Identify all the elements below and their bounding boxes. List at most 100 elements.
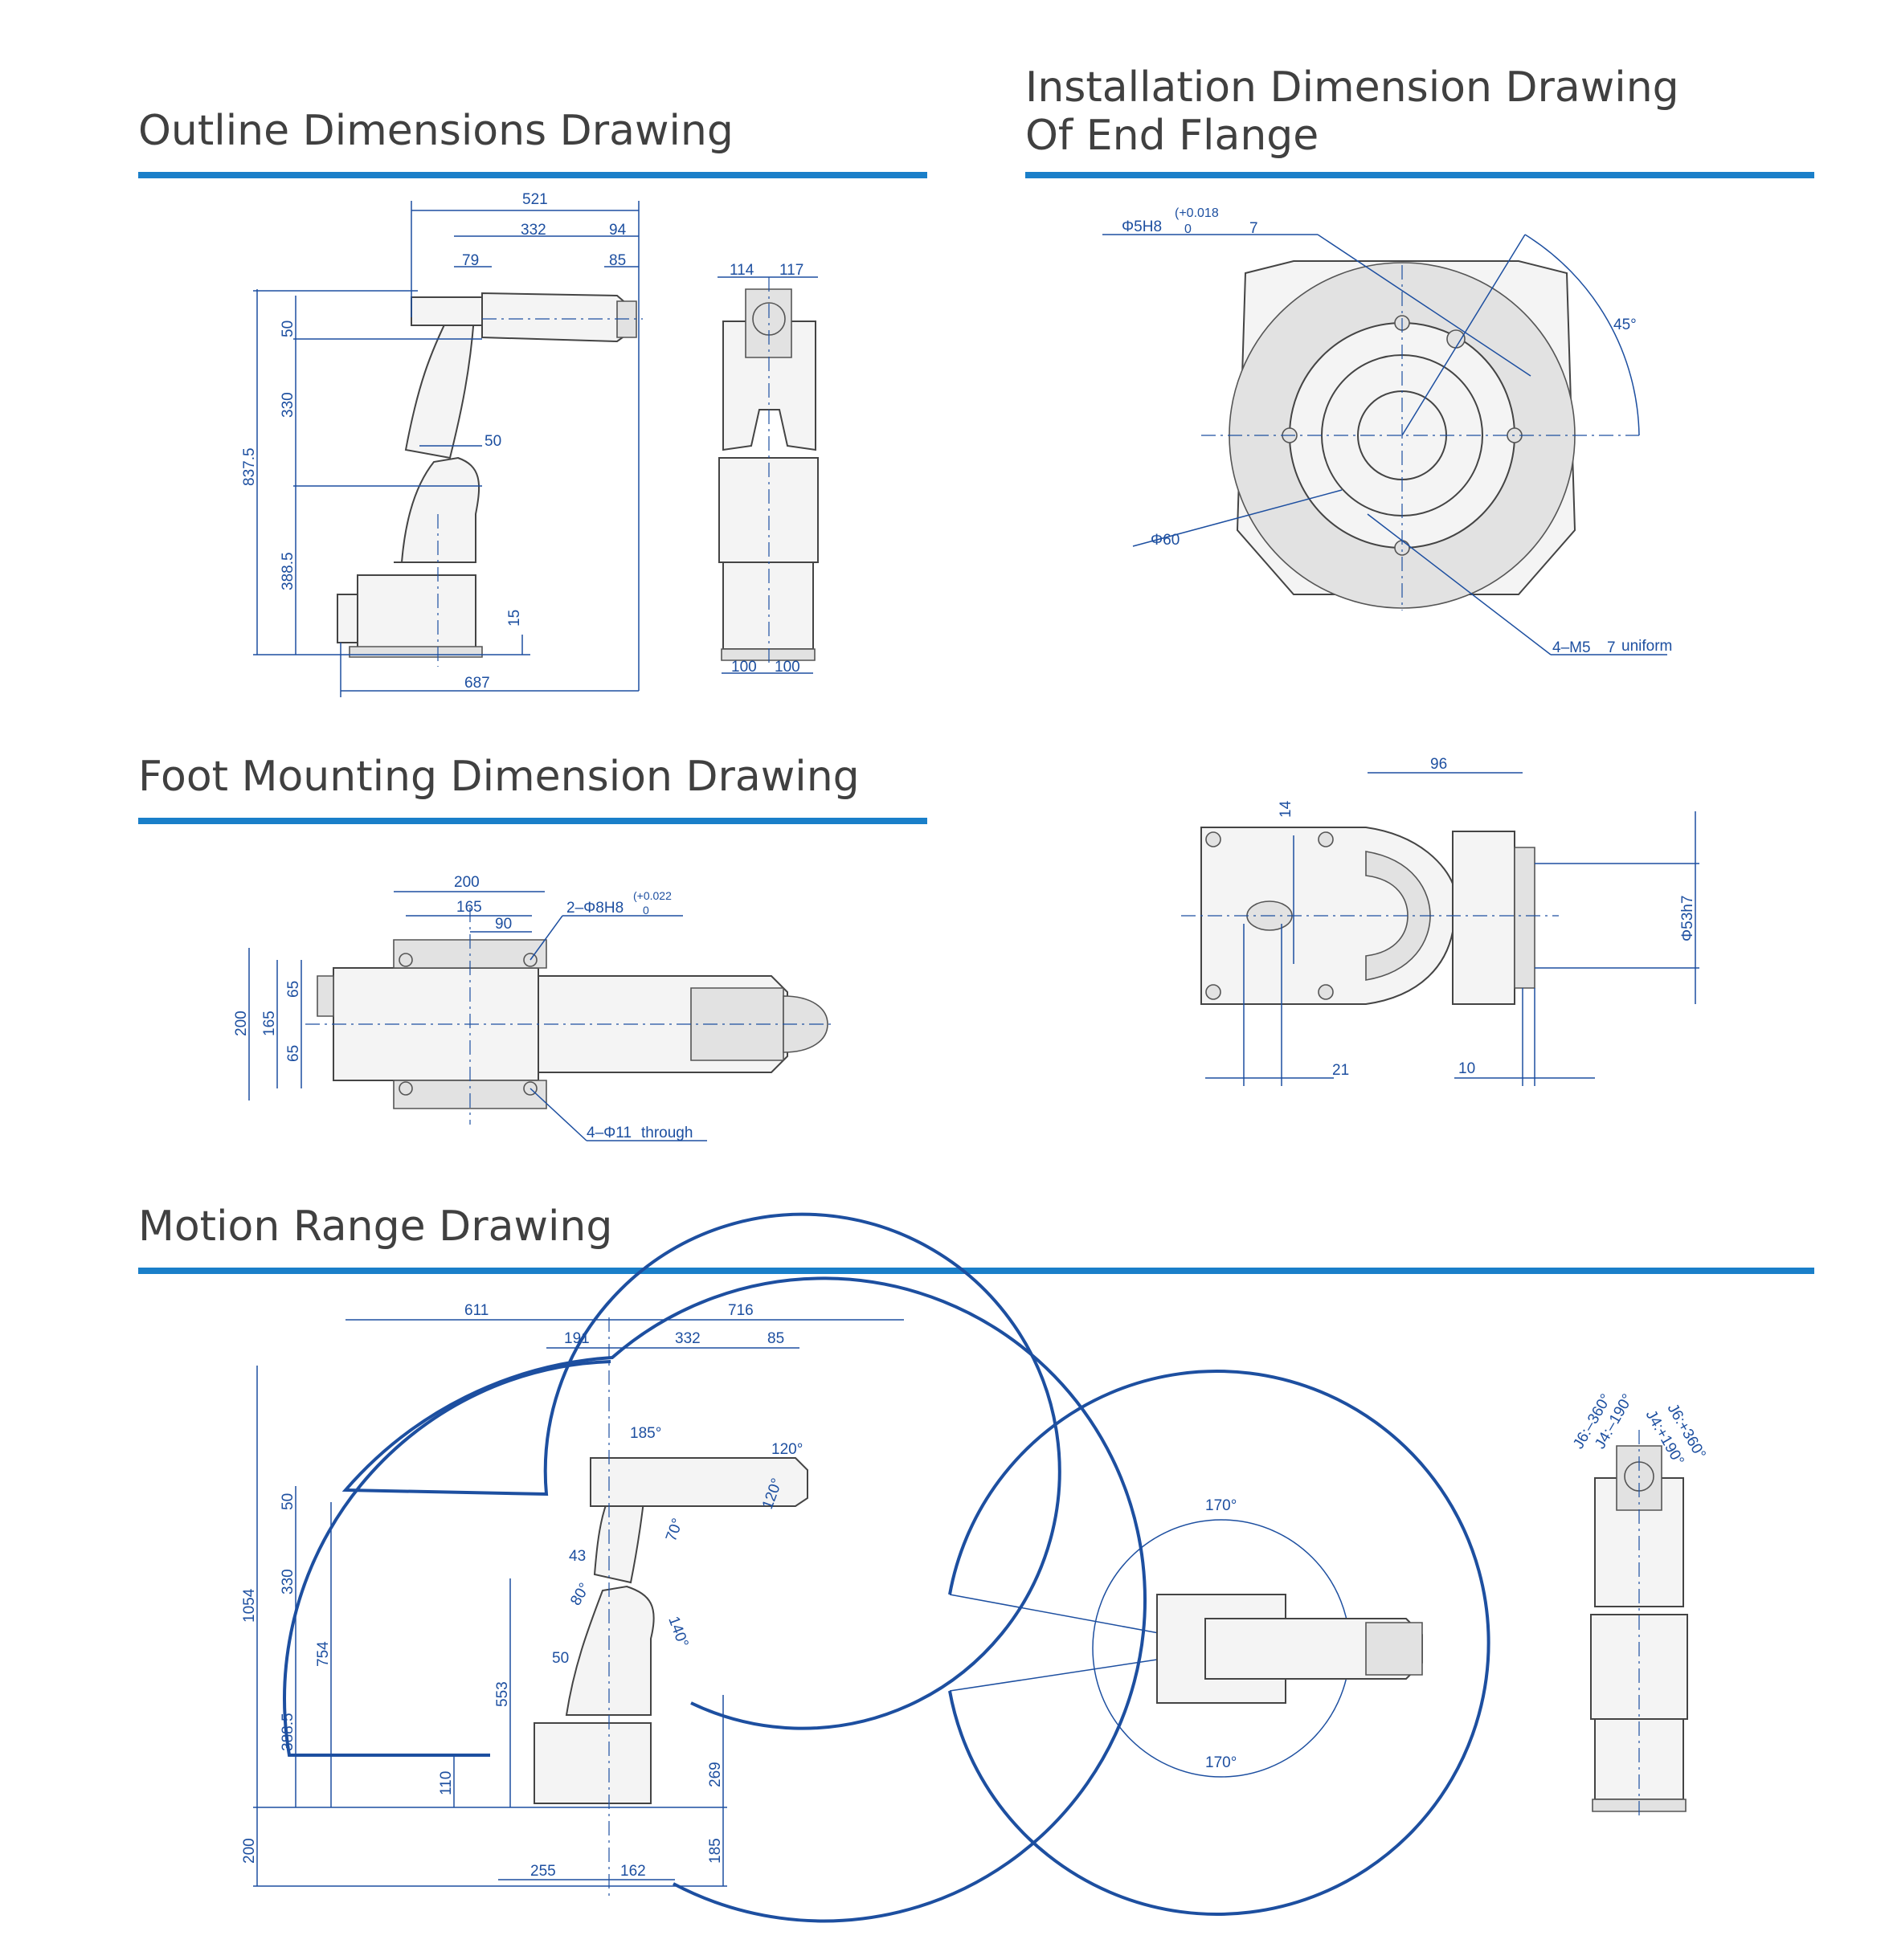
- flange-45-leader: [1401, 234, 1526, 436]
- foot-dim-165-top: 165: [456, 899, 482, 916]
- flange-dim-phi53: Φ53h7: [1679, 896, 1696, 941]
- motion-269: 269: [707, 1762, 724, 1787]
- dim-50-top: 50: [280, 321, 296, 337]
- motion-side-lower-arm: [565, 1585, 655, 1716]
- dim-521: 521: [522, 191, 548, 208]
- outline-side-motor: [337, 594, 358, 643]
- outline-dimensions-title: Outline Dimensions Drawing: [138, 107, 734, 155]
- dim-388-5: 388.5: [280, 552, 296, 590]
- dim-837-5: 837.5: [241, 447, 258, 486]
- foot-dim-90: 90: [495, 916, 512, 933]
- motion-top-range: [948, 1370, 1490, 1916]
- flange-side-hole-a: [1205, 831, 1221, 847]
- motion-1054: 1054: [241, 1588, 258, 1623]
- flange-pin-hole: [1446, 329, 1466, 349]
- foot-wrist-flange: [783, 995, 828, 1053]
- outline-title-rule: [138, 172, 927, 178]
- end-flange-title-line1: Installation Dimension Drawing: [1025, 63, 1679, 112]
- motion-side-base: [534, 1722, 652, 1804]
- foot-holes: 4–Φ11: [587, 1125, 632, 1141]
- outline-side-base: [357, 574, 476, 651]
- motion-range-title: Motion Range Drawing: [138, 1203, 613, 1251]
- dim-79: 79: [462, 252, 479, 269]
- foot-pin-hi: (+0.022: [633, 889, 672, 902]
- front-base: [722, 561, 814, 650]
- foot-dim-200-left: 200: [233, 1011, 250, 1036]
- flange-phi5h8: Φ5H8: [1122, 218, 1162, 235]
- flange-m5-leader: [1367, 513, 1552, 655]
- motion-50-b: 50: [552, 1650, 569, 1667]
- foot-dim-65-bottom: 65: [285, 1045, 302, 1062]
- motion-330: 330: [280, 1569, 296, 1595]
- flange-phi5-leader-diag: [1317, 234, 1531, 377]
- foot-dim-65-top: 65: [285, 981, 302, 998]
- flange-side-hole-d: [1318, 984, 1334, 1000]
- outline-side-view: [337, 292, 643, 667]
- foot-dim-200-top: 200: [454, 874, 480, 891]
- end-flange-title-line2: Of End Flange: [1025, 112, 1319, 160]
- motion-85: 85: [767, 1330, 784, 1347]
- outline-side-dimensions: 521 332 94 79 85 50 330 837.5 50 388.5 1…: [241, 191, 640, 697]
- motion-top-170-a: 170°: [1205, 1497, 1237, 1514]
- foot-pin: 2–Φ8H8: [566, 900, 624, 917]
- flange-m5: 4–M5: [1552, 639, 1591, 656]
- flange-side-plate: [1452, 831, 1515, 1005]
- motion-80-deg: 80°: [567, 1580, 594, 1608]
- outline-side-base-plate: [349, 646, 483, 658]
- foot-hole-a: [399, 953, 413, 967]
- dim-117: 117: [779, 262, 803, 279]
- motion-388-5: 388.5: [280, 1713, 296, 1751]
- foot-dim-165-left: 165: [261, 1011, 278, 1036]
- foot-through: through: [641, 1125, 693, 1141]
- motion-front-view: J6:–360° J4:–190° J4:+190° J6:+360°: [1570, 1391, 1709, 1819]
- dim-687: 687: [464, 675, 490, 692]
- motion-716: 716: [728, 1302, 754, 1319]
- flange-tol-hi: (+0.018: [1175, 206, 1219, 220]
- foot-mounting-view: 200 165 90 2–Φ8H8 (+0.022 0 200 165 65 6…: [233, 874, 836, 1141]
- foot-holes-leader: [529, 1088, 587, 1141]
- flange-side-hole-c: [1205, 984, 1221, 1000]
- dim-85: 85: [609, 252, 626, 269]
- flange-tol-lo: 0: [1184, 223, 1192, 236]
- motion-185: 185: [707, 1838, 724, 1864]
- flange-depth-7: 7: [1249, 220, 1258, 237]
- foot-hole-c: [399, 1081, 413, 1096]
- flange-45-arc: [1524, 234, 1640, 436]
- flange-uniform: uniform: [1621, 638, 1672, 655]
- motion-front-lower: [1590, 1614, 1688, 1720]
- flange-phi60-leader: [1132, 489, 1343, 547]
- motion-200: 200: [241, 1838, 258, 1864]
- flange-side-detail: 96 14 Φ53h7 21 10: [1181, 756, 1699, 1086]
- outline-front-view: 114 117 100 100: [718, 262, 819, 676]
- flange-m5-depth: 7: [1607, 639, 1616, 656]
- motion-754: 754: [315, 1641, 332, 1667]
- motion-top-view: 170° 170°: [948, 1370, 1490, 1916]
- motion-332: 332: [675, 1330, 701, 1347]
- front-base-plate: [721, 648, 816, 661]
- motion-70-deg: 70°: [663, 1517, 687, 1544]
- motion-162: 162: [620, 1863, 646, 1880]
- outline-side-forearm: [481, 292, 629, 343]
- flange-side-slot: [1365, 851, 1431, 981]
- flange-phi60: Φ60: [1151, 532, 1180, 549]
- motion-side-view: 611 716 191 332 85 185° 120° 120° 70° 43…: [241, 1212, 1147, 1923]
- motion-50-a: 50: [280, 1493, 296, 1510]
- motion-range-envelope: [341, 1212, 1147, 1923]
- outline-side-upper-arm: [404, 312, 476, 459]
- flange-dim-10: 10: [1458, 1060, 1475, 1077]
- outline-side-lower-arm: [394, 456, 480, 563]
- flange-dim-96: 96: [1430, 756, 1447, 773]
- motion-185-deg: 185°: [630, 1425, 661, 1442]
- flange-side-hole-b: [1318, 831, 1334, 847]
- flange-side-face: [1514, 847, 1535, 989]
- motion-top-limit-b: [949, 1654, 1190, 1692]
- foot-motor: [317, 975, 334, 1017]
- motion-top-wrist: [1365, 1622, 1423, 1676]
- motion-120-deg-a: 120°: [771, 1441, 803, 1458]
- motion-side-forearm: [590, 1457, 808, 1507]
- flange-dim-14: 14: [1278, 800, 1294, 818]
- dim-100-left: 100: [731, 659, 757, 676]
- foot-pin-lo: 0: [643, 904, 649, 917]
- motion-255: 255: [530, 1863, 556, 1880]
